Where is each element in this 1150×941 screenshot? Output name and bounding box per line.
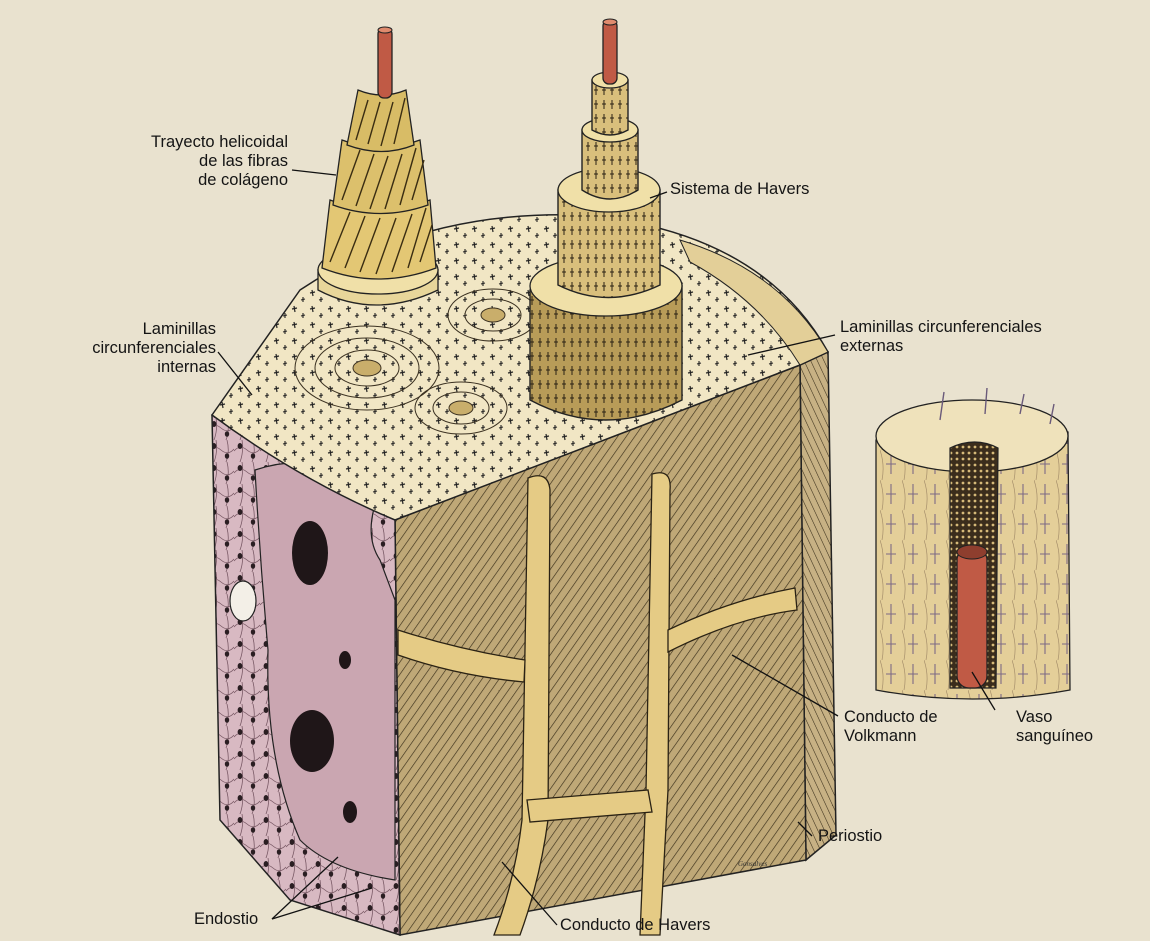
label-line: Laminillas circunferenciales: [840, 318, 1042, 337]
label-line: Vaso: [1016, 708, 1093, 727]
label-line: Trayecto helicoidal: [120, 133, 288, 152]
haversian-column-vessel: [603, 20, 617, 84]
label-line: Conducto de: [844, 708, 938, 727]
label-line: externas: [840, 337, 1042, 356]
label-line: de colágeno: [120, 171, 288, 190]
artist-signature: Gonsalves: [738, 860, 767, 868]
label-line: sanguíneo: [1016, 727, 1093, 746]
label-line: de las fibras: [120, 152, 288, 171]
label-periosteum: Periostio: [818, 827, 882, 846]
label-line: Endostio: [194, 910, 258, 928]
label-line: internas: [70, 358, 216, 377]
inset-vessel: [957, 548, 987, 688]
inset-blood-vessel: [876, 388, 1070, 699]
label-haversian-canal: Conducto de Havers: [560, 916, 710, 935]
label-external-lamellae: Laminillas circunferenciales externas: [840, 318, 1042, 356]
label-line: Volkmann: [844, 727, 938, 746]
label-blood-vessel: Vaso sanguíneo: [1016, 708, 1093, 746]
label-helical-fibers: Trayecto helicoidal de las fibras de col…: [120, 133, 288, 190]
label-haversian-system: Sistema de Havers: [670, 180, 809, 199]
label-line: circunferenciales: [70, 339, 216, 358]
label-line: Periostio: [818, 827, 882, 845]
label-line: Conducto de Havers: [560, 916, 710, 934]
label-line: Sistema de Havers: [670, 180, 809, 198]
label-endosteum: Endostio: [194, 910, 258, 929]
label-line: Laminillas: [70, 320, 216, 339]
label-internal-lamellae: Laminillas circunferenciales internas: [70, 320, 216, 377]
helical-column-vessel: [378, 28, 392, 98]
label-volkmann-canal: Conducto de Volkmann: [844, 708, 938, 746]
